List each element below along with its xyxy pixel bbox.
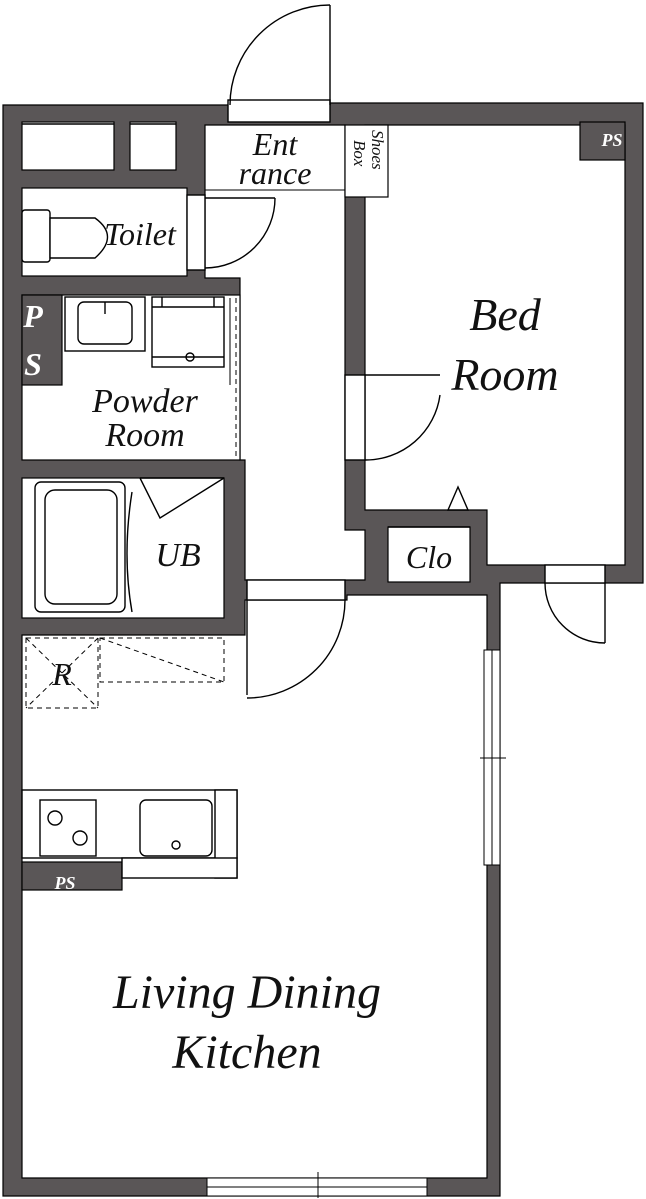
- ps-label-side-line2: S: [24, 346, 42, 382]
- ldk-side-window: [480, 649, 506, 866]
- ps-shaft-bedroom: [579, 121, 626, 161]
- entrance-label-line1: Ent: [252, 126, 299, 162]
- closet-floor: [387, 526, 471, 583]
- ps-shaft-side: [21, 294, 63, 386]
- ldk-floor: [21, 594, 488, 1179]
- shoes-box-floor: [344, 124, 389, 198]
- kitchen-sink-icon: [139, 799, 213, 857]
- kitchen-shelf-space: [99, 637, 225, 683]
- toilet-bowl-icon: [21, 209, 109, 263]
- powder-room-label-line1: Powder: [91, 383, 199, 420]
- bathtub-icon: [34, 481, 126, 613]
- stove-icon: [39, 799, 97, 857]
- powder-room-sliding-door: [229, 298, 237, 460]
- ps-label-side-line1: P: [22, 298, 43, 334]
- ldk-label-line2: Kitchen: [171, 1026, 321, 1079]
- ldk-bottom-window: [206, 1172, 428, 1198]
- ps-shaft-kitchen: [21, 861, 123, 891]
- bed-room-label-line2: Room: [450, 349, 558, 400]
- storage-right-floor: [129, 121, 177, 171]
- closet-label: Clo: [406, 539, 452, 575]
- bedroom-exterior-door: [544, 564, 606, 644]
- storage-left-floor: [21, 121, 115, 171]
- bed-room-label-line1: Bed: [469, 289, 542, 340]
- refrigerator-space: [25, 637, 99, 709]
- entrance-label-line2: rance: [239, 155, 312, 191]
- powder-room-label-line2: Room: [104, 417, 184, 454]
- ldk-door: [246, 579, 346, 699]
- toilet-label: Toilet: [104, 216, 177, 252]
- vanity-sink-icon: [64, 296, 146, 352]
- shoes-box-label-line1: Shoes: [368, 130, 387, 170]
- washing-machine-icon: [151, 296, 225, 368]
- ps-label-kitchen: PS: [53, 873, 75, 893]
- ldk-label-line1: Living Dining: [112, 966, 381, 1019]
- unit-bath-folding-door: [126, 477, 225, 613]
- toilet-door: [186, 194, 276, 271]
- ps-label-bedroom: PS: [600, 130, 622, 150]
- bedroom-door: [344, 374, 441, 461]
- bed-room-floor: [364, 124, 626, 566]
- unit-bath-label: UB: [155, 537, 201, 574]
- entrance-door: [227, 4, 331, 123]
- closet-door: [388, 485, 470, 528]
- shoes-box-label-line2: Box: [350, 140, 369, 167]
- refrigerator-label: R: [51, 656, 72, 692]
